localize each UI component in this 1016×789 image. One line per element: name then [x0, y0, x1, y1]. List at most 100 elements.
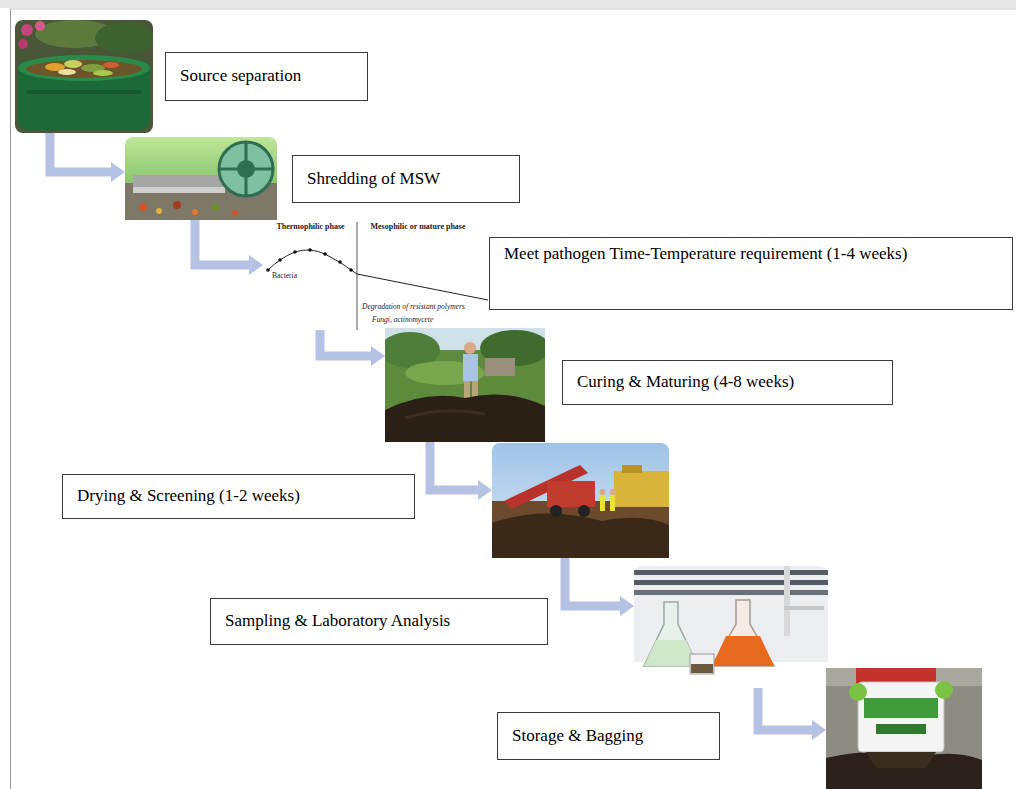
illustration-circle — [266, 268, 270, 272]
illustration-path — [866, 752, 936, 768]
illustration-circle — [192, 209, 198, 215]
illustration-polygon — [712, 600, 774, 666]
illustration-path — [492, 513, 669, 558]
illustration-circle — [578, 505, 590, 517]
illustration-circle — [349, 268, 353, 272]
illustration-rect — [485, 358, 515, 376]
arrow-line — [195, 220, 251, 265]
illustration-circle — [21, 24, 33, 36]
step-label-box: Drying & Screening (1-2 weeks) — [62, 474, 415, 519]
illustration-circle — [18, 39, 28, 49]
illustration-line — [10, 9, 11, 789]
illustration-rect — [690, 654, 714, 674]
illustration-circle — [610, 489, 616, 495]
illustration-circle — [173, 201, 181, 209]
illustration-circle — [278, 258, 282, 262]
arrow-line — [320, 330, 373, 356]
compost-bin-photo — [15, 20, 153, 133]
illustration-rect — [634, 566, 828, 688]
flow-arrow — [565, 558, 634, 616]
illustration-rect — [0, 0, 1016, 8]
illustration-ellipse — [64, 60, 82, 68]
illustration-ellipse — [58, 69, 76, 75]
curing-pile-photo — [385, 328, 545, 442]
illustration-rect — [133, 187, 225, 193]
illustration-polygon — [712, 636, 774, 666]
illustration-rect — [463, 354, 478, 381]
illustration-line — [357, 222, 358, 330]
step-label: Curing & Maturing (4-8 weeks) — [577, 372, 878, 392]
illustration-path — [826, 751, 982, 789]
arrow-line — [565, 558, 622, 606]
illustration-circle — [293, 250, 297, 254]
illustration-circle — [849, 683, 867, 701]
illustration-path — [268, 250, 488, 300]
step-label-box: Shredding of MSW — [292, 155, 520, 203]
chart-label: Thermophilic phase — [268, 223, 353, 232]
process-step: Drying & Screening (1-2 weeks) — [492, 443, 669, 558]
illustration-circle — [550, 505, 562, 517]
illustration-rect — [858, 682, 944, 752]
arrow-head — [478, 480, 492, 500]
illustration-circle — [211, 203, 219, 211]
illustration-circle — [156, 208, 162, 214]
illustration-circle — [338, 260, 342, 264]
illustration-rect — [864, 698, 938, 718]
process-step: Meet pathogen Time-Temperature requireme… — [263, 222, 490, 330]
illustration-rect — [691, 664, 713, 673]
process-step: Shredding of MSW — [125, 137, 277, 220]
illustration-rect — [622, 465, 642, 473]
process-step: Curing & Maturing (4-8 weeks) — [385, 328, 545, 442]
illustration-rect — [634, 580, 828, 585]
process-step: Sampling & Laboratory Analysis — [634, 566, 828, 688]
chart-label: Degradation of resistant polymers — [362, 303, 465, 311]
illustration-ellipse — [93, 70, 113, 76]
illustration-rect — [634, 570, 828, 575]
chart-label: Fungi, actinomycete — [372, 316, 433, 324]
illustration-rect — [876, 724, 926, 734]
step-label: Sampling & Laboratory Analysis — [225, 611, 533, 631]
flow-arrow — [195, 220, 263, 275]
step-label-box: Curing & Maturing (4-8 weeks) — [562, 360, 893, 405]
illustration-ellipse — [26, 60, 142, 78]
illustration-circle — [139, 203, 147, 211]
illustration-ellipse — [103, 62, 119, 68]
shredder-photo — [125, 137, 277, 220]
illustration-rect — [492, 501, 669, 558]
arrow-head — [812, 720, 826, 740]
arrow-head — [371, 346, 385, 366]
illustration-rect — [133, 175, 225, 187]
arrow-head — [249, 255, 263, 275]
process-step: Source separation — [15, 20, 153, 133]
step-label-box: Source separation — [165, 52, 368, 101]
step-label: Shredding of MSW — [307, 169, 505, 189]
arrow-line — [430, 442, 480, 490]
illustration-ellipse — [95, 22, 153, 54]
illustration-circle — [935, 681, 953, 699]
illustration-circle — [232, 210, 238, 216]
illustration-circle — [219, 142, 273, 196]
arrow-head — [111, 162, 125, 182]
flow-arrow — [320, 330, 385, 366]
lab-flasks-photo — [634, 566, 828, 688]
step-label: Storage & Bagging — [512, 726, 705, 746]
chart-label: Mesophilic or mature phase — [362, 223, 474, 232]
step-label: Meet pathogen Time-Temperature requireme… — [504, 244, 1004, 264]
illustration-rect — [492, 443, 669, 558]
temperature-chart — [263, 222, 490, 330]
illustration-ellipse — [18, 55, 150, 81]
illustration-circle — [35, 21, 45, 31]
screening-machine-photo — [492, 443, 669, 558]
bagging-photo — [826, 668, 982, 789]
illustration-circle — [464, 342, 476, 354]
illustration-rect — [614, 471, 669, 507]
step-label-box: Meet pathogen Time-Temperature requireme… — [489, 237, 1013, 310]
illustration-rect — [600, 495, 605, 511]
flow-arrow — [430, 442, 492, 500]
arrow-line — [50, 133, 113, 172]
illustration-rect — [125, 137, 277, 220]
illustration-path — [385, 394, 545, 442]
illustration-circle — [323, 252, 327, 256]
step-label: Drying & Screening (1-2 weeks) — [77, 486, 400, 506]
